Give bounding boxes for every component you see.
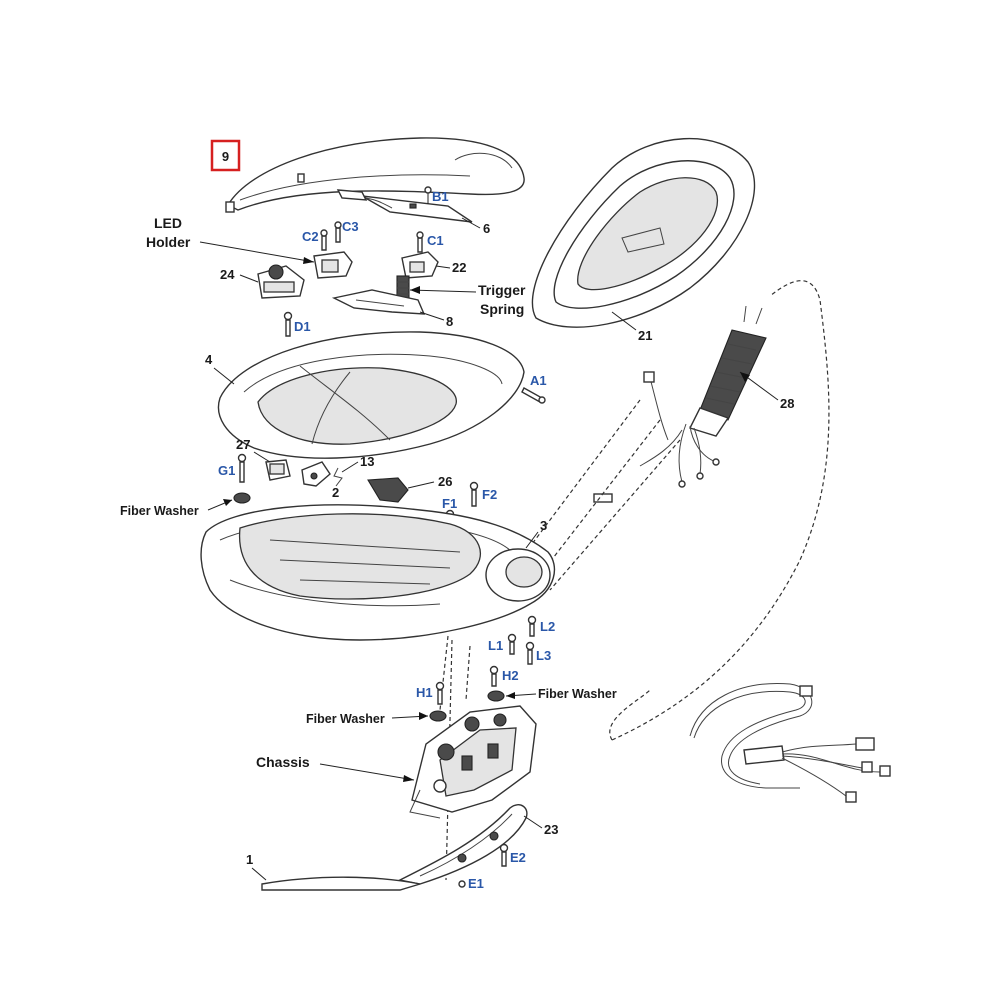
- part-23-cord-guard[interactable]: [397, 804, 528, 885]
- leader-part-22: [435, 265, 451, 269]
- chassis[interactable]: [409, 705, 537, 819]
- label-part-21: 21: [638, 328, 652, 343]
- label-C3: C3: [342, 219, 359, 234]
- leader-led-holder: [199, 241, 315, 263]
- trigger-spring[interactable]: [396, 275, 410, 299]
- label-fiber-washer-1: Fiber Washer: [120, 504, 199, 518]
- screws-C: [320, 221, 424, 253]
- fiber-washer-left: [429, 710, 447, 722]
- label-trigger-spring-line1: Trigger: [478, 282, 526, 298]
- fiber-washer-top: [233, 492, 251, 504]
- label-fiber-washer-3: Fiber Washer: [306, 712, 385, 726]
- label-part-23: 23: [544, 822, 558, 837]
- part-26-knob[interactable]: [367, 477, 409, 503]
- label-led-holder-line1: LED: [154, 215, 182, 231]
- label-fiber-washer-2: Fiber Washer: [538, 687, 617, 701]
- leader-chassis: [319, 763, 415, 781]
- label-led-holder-line2: Holder: [146, 234, 191, 250]
- wire-harness[interactable]: [593, 371, 720, 503]
- leader-part-26: [407, 481, 435, 489]
- screw-E2: [499, 843, 509, 867]
- label-L1: L1: [488, 638, 503, 653]
- part-27[interactable]: [265, 459, 291, 481]
- leader-part-21: [611, 311, 637, 331]
- label-part-26: 26: [438, 474, 452, 489]
- screw-E1: [458, 880, 466, 888]
- screw-A1: [521, 387, 546, 404]
- leader-trigger-spring: [409, 289, 477, 293]
- leader-part-24: [239, 274, 259, 283]
- leader-part-1: [251, 867, 267, 881]
- arrow-fiber-washer-3: [419, 712, 428, 720]
- label-C2: C2: [302, 229, 319, 244]
- label-chassis: Chassis: [256, 754, 310, 770]
- screw-H1: [435, 681, 445, 705]
- leader-part-6: [461, 217, 481, 229]
- power-cord[interactable]: [689, 682, 891, 803]
- part-24-switch[interactable]: [257, 264, 305, 299]
- part-3-base-housing[interactable]: [200, 504, 556, 641]
- part-6-led-board[interactable]: [336, 189, 473, 223]
- screws-L: [507, 615, 537, 665]
- leader-part-8: [419, 311, 445, 321]
- label-L2: L2: [540, 619, 555, 634]
- label-part-8: 8: [446, 314, 453, 329]
- part-1-base-plate[interactable]: [261, 876, 421, 891]
- label-part-6: 6: [483, 221, 490, 236]
- label-part-1: 1: [246, 852, 253, 867]
- label-E1: E1: [468, 876, 484, 891]
- screw-B1: [424, 186, 432, 194]
- label-part-27: 27: [236, 437, 250, 452]
- arrow-led-holder: [303, 257, 314, 264]
- part-28-handle-grip[interactable]: [689, 305, 767, 437]
- label-part-24: 24: [220, 267, 235, 282]
- highlight-box-part-9: [210, 139, 241, 172]
- leader-part-3: [525, 531, 539, 549]
- label-F1: F1: [442, 496, 457, 511]
- label-G1: G1: [218, 463, 235, 478]
- part-22[interactable]: [401, 251, 439, 279]
- fiber-washer-right: [487, 690, 505, 702]
- screw-G1: [237, 453, 247, 483]
- label-part-2: 2: [332, 485, 339, 500]
- leader-part-13: [341, 461, 359, 473]
- part-21-tray[interactable]: [531, 137, 756, 328]
- arrow-chassis: [403, 775, 414, 782]
- label-part-9: 9: [222, 149, 229, 164]
- leader-part-4: [213, 367, 235, 385]
- label-H1: H1: [416, 685, 433, 700]
- label-C1: C1: [427, 233, 444, 248]
- screw-F2: [469, 481, 479, 507]
- label-D1: D1: [294, 319, 311, 334]
- part-8-trigger[interactable]: [331, 289, 426, 315]
- label-L3: L3: [536, 648, 551, 663]
- arrow-trigger-spring: [410, 286, 420, 294]
- screw-D1: [283, 311, 293, 337]
- led-holder[interactable]: [313, 251, 353, 279]
- part-13-spring[interactable]: [333, 467, 343, 487]
- label-part-22: 22: [452, 260, 466, 275]
- label-part-4: 4: [205, 352, 213, 367]
- arrow-fiber-washer-1: [223, 499, 232, 506]
- label-H2: H2: [502, 668, 519, 683]
- label-B1: B1: [432, 189, 449, 204]
- label-E2: E2: [510, 850, 526, 865]
- label-A1: A1: [530, 373, 547, 388]
- part-4-upper-housing[interactable]: [217, 331, 525, 459]
- leader-part-27: [253, 451, 271, 463]
- part-2[interactable]: [301, 461, 331, 487]
- arrow-fiber-washer-2: [506, 692, 515, 699]
- screw-H2: [489, 665, 499, 687]
- arrow-part-28: [740, 372, 750, 382]
- label-F2: F2: [482, 487, 497, 502]
- label-trigger-spring-line2: Spring: [480, 301, 524, 317]
- leader-part-23: [523, 815, 543, 829]
- label-part-28: 28: [780, 396, 794, 411]
- label-part-13: 13: [360, 454, 374, 469]
- label-part-3: 3: [540, 518, 547, 533]
